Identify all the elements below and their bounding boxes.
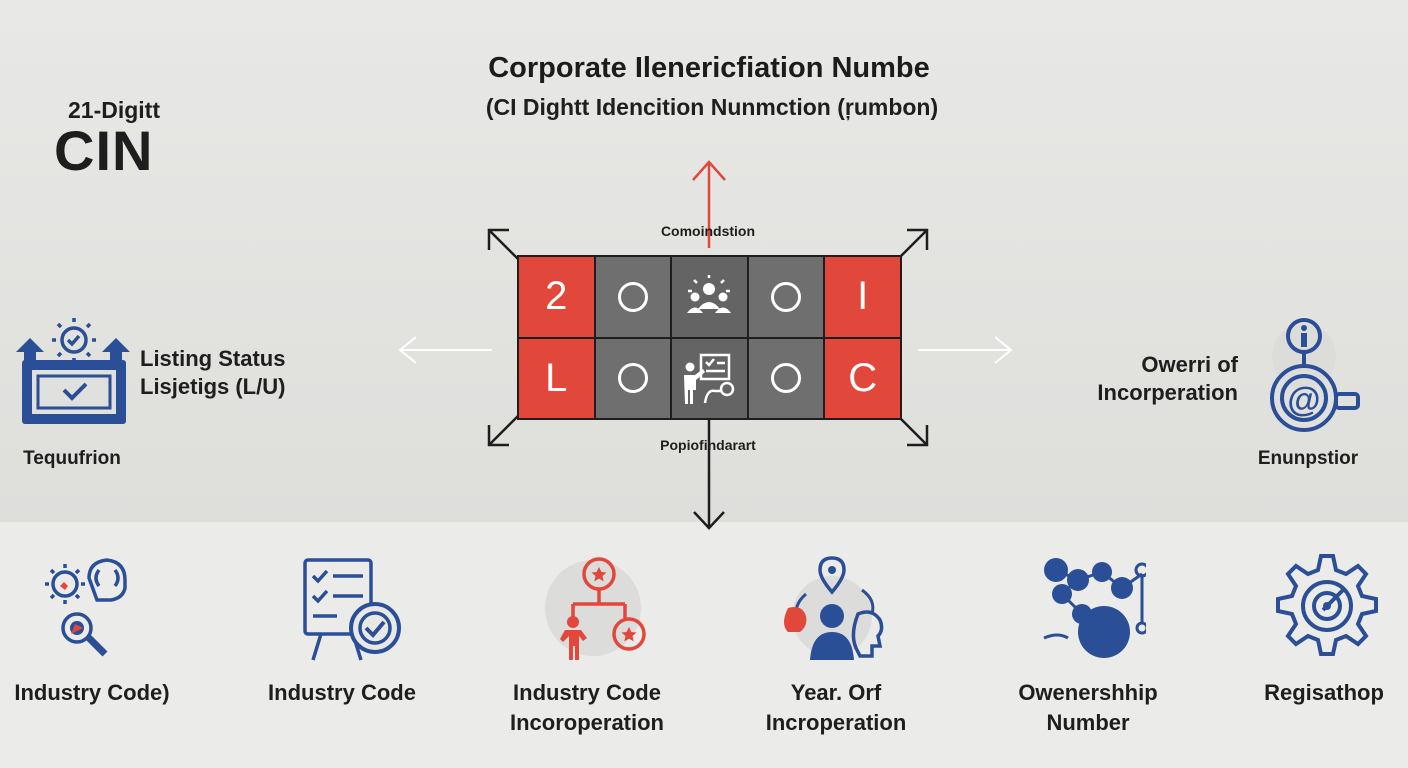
bottom-label: Industry Code): [0, 678, 212, 708]
checklist-icon: [303, 558, 401, 661]
bottom-item: [716, 550, 956, 662]
bottom-label-line2: Number: [1046, 710, 1130, 735]
cell-value: L: [545, 355, 568, 400]
bottom-label-line1: Owenershhip: [1018, 680, 1158, 705]
bottom-label-line1: Industry Code): [14, 680, 170, 705]
people-icon: [687, 274, 732, 313]
grid-cell: L: [519, 338, 594, 418]
grid-cell: [672, 257, 747, 337]
listing-status-label: Listing Status Lisjetigs (L/U): [140, 345, 285, 401]
grid-cell: [672, 338, 747, 418]
circle-icon: [617, 363, 648, 394]
cell-value: I: [857, 274, 869, 319]
owner-line1: Owerri of: [1141, 352, 1238, 377]
bottom-item: [0, 550, 210, 662]
left-caption: Tequufrion: [23, 448, 121, 469]
grid-cell: 2: [519, 257, 594, 337]
grid-top-label: Comoindstion: [660, 223, 756, 239]
cell-value: 2: [545, 274, 568, 319]
cell-value: C: [848, 355, 878, 400]
owner-incorporation-label: Owerri of Incorperation: [1060, 351, 1238, 407]
settings-gear-icon: [1276, 554, 1378, 656]
people-location-icon: [784, 556, 884, 660]
bottom-label: Industry Code: [222, 678, 462, 708]
bottom-label-line2: Incroperation: [765, 710, 907, 735]
presenter-icon: [684, 354, 735, 405]
right-caption: Enunpstior: [1257, 448, 1359, 469]
grid-cell: C: [825, 338, 900, 418]
org-chart-icon: [545, 557, 646, 660]
grid-cell: [748, 338, 824, 418]
listing-status-line2: Lisjetigs (L/U): [140, 374, 286, 399]
network-icon: [1043, 558, 1146, 658]
bottom-label-line1: Year. Orf: [790, 680, 882, 705]
badge-digits-label: 21-Digitt: [68, 97, 160, 123]
circle-icon: [771, 363, 802, 394]
circle-icon: [617, 281, 648, 312]
bottom-label-line1: Industry Code: [513, 680, 661, 705]
bottom-item: [966, 550, 1206, 662]
grid-cell: [748, 257, 824, 337]
cin-code-grid: 2 I L: [517, 255, 902, 420]
brain-gears-icon: [45, 558, 127, 657]
bottom-item: [473, 550, 713, 662]
svg-text:@: @: [1287, 381, 1320, 419]
bottom-item: [230, 550, 470, 662]
badge-cin-label: CIN: [54, 119, 154, 182]
bottom-label-line1: Industry Code: [268, 680, 416, 705]
bottom-item: [1207, 550, 1408, 662]
grid-cell: [595, 338, 671, 418]
listing-status-line1: Listing Status: [140, 346, 286, 371]
owner-line2: Incorperation: [1097, 380, 1238, 405]
bottom-label: Year. Orf Incroperation: [716, 678, 956, 738]
bottom-label: Regisathop: [1204, 678, 1408, 708]
bottom-label: Industry Code Incoroperation: [467, 678, 707, 738]
bottom-label-line1: Regisathop: [1264, 680, 1384, 705]
bottom-label-line2: Incoroperation: [509, 710, 664, 735]
grid-bottom-label: Popiofindarart: [660, 437, 756, 453]
circle-icon: [771, 281, 802, 312]
bottom-background: [0, 522, 1408, 768]
bottom-label: Owenershhip Number: [968, 678, 1208, 738]
grid-cell: [595, 257, 671, 337]
page-subtitle: (CI Dightt Idencition Nunmction (ŗumbon): [485, 94, 939, 120]
page-title: Corporate Ilenericfiation Numbe: [488, 52, 930, 84]
info-at-icon: @: [1270, 318, 1360, 432]
grid-cell: I: [825, 257, 900, 337]
monitor-check-icon: [16, 318, 130, 424]
